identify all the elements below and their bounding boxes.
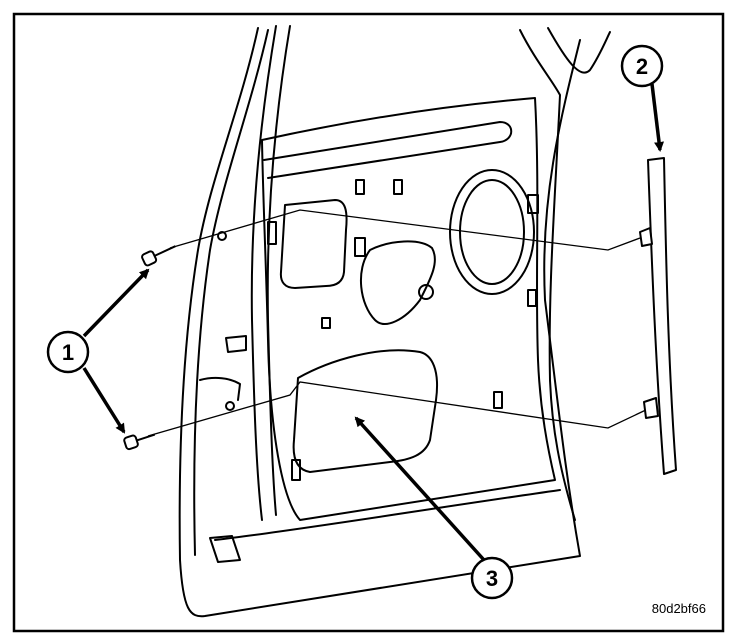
slot-2 [393, 179, 403, 195]
trim-strip-clip-lower [643, 397, 659, 419]
inner-panel-outline [261, 97, 556, 521]
screw-upper [141, 245, 176, 267]
door-drawing [178, 25, 611, 618]
upper-access-opening [279, 199, 348, 289]
screw-hole-upper [217, 231, 227, 241]
left-edge-detail [199, 376, 241, 401]
trim-strip-clip-upper [639, 227, 653, 247]
callout-2: 2 [620, 44, 664, 88]
slot-3 [354, 237, 366, 257]
slot-7 [291, 459, 301, 481]
arrow-1-to-lower-screw [82, 367, 126, 434]
callout-3: 3 [470, 556, 514, 600]
callouts: 1 2 3 [46, 44, 664, 600]
screws [123, 245, 176, 451]
slot-8 [493, 391, 503, 409]
door-rear-frame-outer [547, 27, 611, 74]
arrow-1-to-upper-screw [82, 268, 150, 338]
door-outer-shell-inner-edge [193, 29, 269, 556]
left-hinge-bracket [225, 335, 247, 353]
callout-1: 1 [46, 330, 90, 374]
lower-pocket [209, 535, 241, 563]
slot-1 [355, 179, 365, 195]
arrow-3-to-opening [354, 416, 486, 562]
figure-reference-code: 80d2bf66 [651, 601, 706, 616]
alignment-line-upper [169, 209, 641, 251]
callout-2-label: 2 [636, 54, 648, 79]
slot-6 [527, 289, 537, 307]
window-frame-pillar-inner [266, 25, 291, 516]
figure-frame [12, 12, 725, 633]
arrow-2-to-trim-strip [650, 83, 665, 152]
trim-strip [639, 157, 677, 475]
mid-cutout [359, 240, 436, 325]
alignment-lines [147, 209, 651, 437]
slot-4 [267, 221, 277, 245]
screw-hole-lower [225, 401, 235, 411]
slot-5 [527, 194, 539, 214]
alignment-line-lower [147, 381, 651, 437]
upper-rail [263, 121, 513, 179]
lower-edge-trim [214, 489, 561, 541]
window-frame-pillar [250, 25, 277, 521]
callout-3-label: 3 [486, 566, 498, 591]
door-outer-shell [178, 27, 581, 618]
leader-arrows [82, 83, 665, 562]
callout-1-label: 1 [62, 340, 74, 365]
screw-lower [123, 433, 156, 451]
speaker-opening [449, 169, 535, 295]
speaker-opening-rim [459, 179, 525, 285]
door-rear-frame [519, 29, 576, 521]
slot-9 [321, 317, 331, 329]
trim-strip-body [647, 157, 677, 475]
mid-hole [418, 284, 434, 300]
lower-access-opening [292, 349, 438, 473]
